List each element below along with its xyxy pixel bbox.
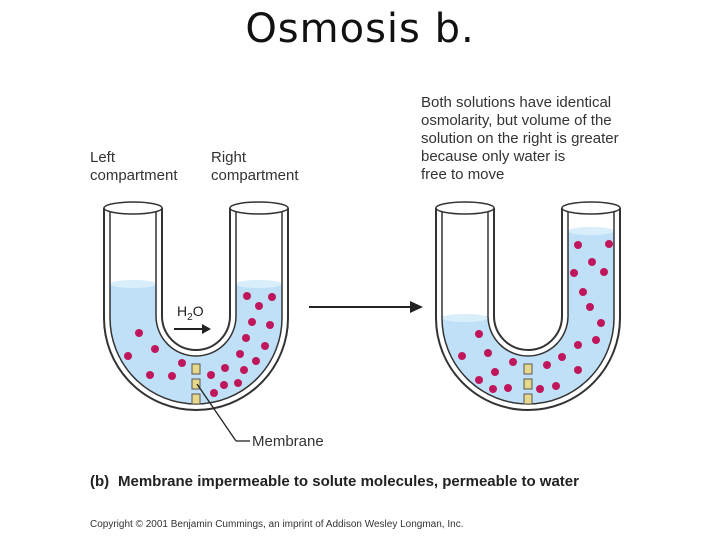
left-compartment-label-line1: Left [90,149,116,166]
membrane-label: Membrane [252,433,324,450]
result-note-line3: solution on the right is greater [421,130,619,147]
u-tube-after [435,201,621,411]
transition-arrow [309,301,423,313]
water-label: H2O [177,303,204,323]
slide-title: Osmosis b. [245,6,475,52]
membrane-after [523,363,533,405]
water-flow-arrow [174,324,211,334]
result-note-line1: Both solutions have identical [421,94,612,111]
solute-molecules-after [458,240,613,393]
membrane-before [191,363,201,405]
right-compartment-label-line2: compartment [211,167,299,184]
result-note-line2: osmolarity, but volume of the [421,112,612,129]
figure-caption: Membrane impermeable to solute molecules… [118,473,579,490]
left-compartment-label: Left compartment [90,149,178,185]
right-compartment-label: Right compartment [211,149,299,185]
result-note: Both solutions have identical osmolarity… [421,94,619,184]
copyright-notice: Copyright © 2001 Benjamin Cummings, an i… [90,519,464,530]
solute-molecules-before [124,292,276,397]
result-note-line5: free to move [421,166,505,183]
result-note-line4: because only water is [421,148,566,165]
membrane-pointer [196,383,250,442]
left-compartment-label-line2: compartment [90,167,178,184]
figure-letter: (b) [90,473,110,490]
right-compartment-label-line1: Right [211,149,247,166]
